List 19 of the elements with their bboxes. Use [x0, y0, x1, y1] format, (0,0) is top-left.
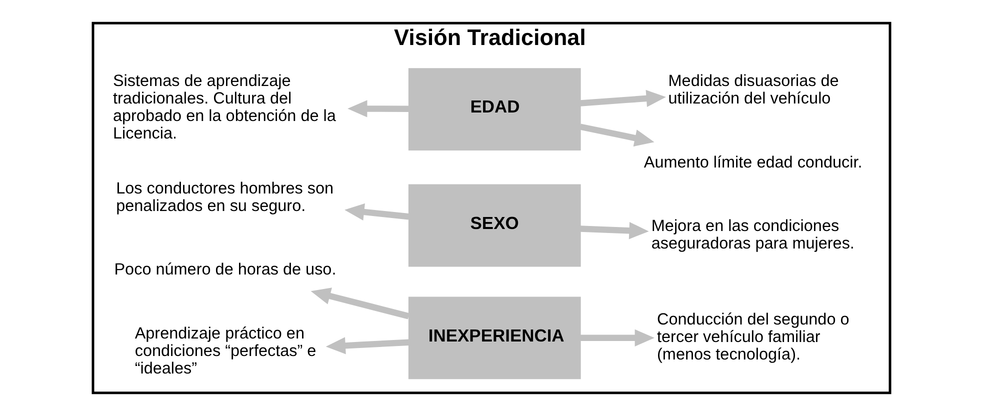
node-text: Aprendizaje práctico en condiciones “perfectas” e “ideales” — [134, 324, 316, 378]
node-text: Conducción del segundo o tercer vehículo familiar (menos tecnología). — [657, 310, 850, 364]
arrow — [310, 288, 410, 320]
arrow — [580, 90, 666, 108]
arrow — [348, 100, 409, 118]
node-box: EDAD — [408, 68, 581, 151]
node-box: INEXPERIENCIA — [408, 296, 581, 380]
node-text: Los conductores hombres son penalizados en su seguro. — [116, 180, 334, 215]
arrow — [344, 203, 410, 221]
arrow — [326, 337, 409, 354]
arrow — [580, 329, 654, 347]
arrow — [580, 124, 654, 146]
node-text: Poco número de horas de uso. — [114, 260, 336, 279]
node-text: Aumento límite edad conducir. — [644, 153, 862, 172]
arrow — [580, 222, 649, 240]
node-text: Mejora en las condiciones aseguradoras para mujeres. — [651, 216, 854, 252]
node-box: SEXO — [408, 184, 581, 267]
node-text: Sistemas de aprendizaje tradicionales. Cultura del aprobado en la obtención de la Licencia. — [112, 72, 336, 143]
node-text: Medidas disuasorias de utilización del vehículo — [668, 72, 839, 108]
